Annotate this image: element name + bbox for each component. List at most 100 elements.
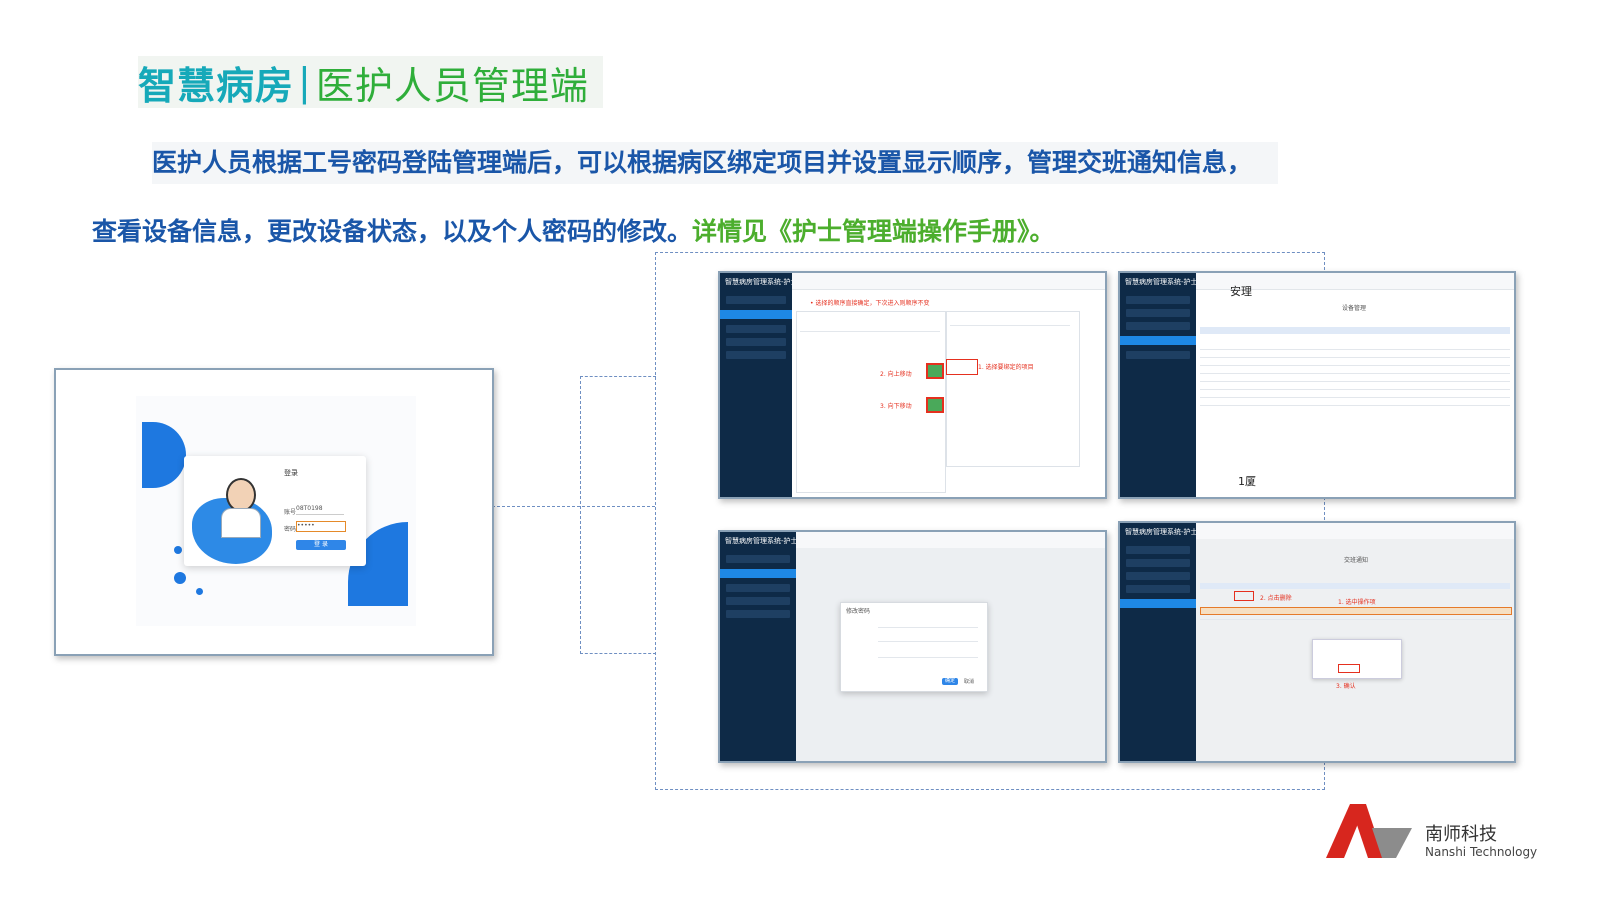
- table-row: [1200, 349, 1510, 350]
- login-button[interactable]: 登 录: [296, 540, 346, 550]
- confirm-dialog: [1312, 639, 1402, 679]
- top-note: • 选择的顺序直接确定，下次进入则顺序不变: [810, 300, 930, 307]
- move-up-button[interactable]: [926, 363, 944, 379]
- move-down-label: 3. 向下移动: [880, 403, 912, 410]
- dialog-field: [878, 657, 978, 658]
- sidebar-item[interactable]: [1126, 322, 1190, 330]
- description-line-1: 医护人员根据工号密码登陆管理端后，可以根据病区绑定项目并设置显示顺序，管理交班通…: [152, 142, 1279, 184]
- sidebar-title: 智慧病房管理系统-护士: [1125, 528, 1198, 536]
- topbar: [796, 532, 1105, 549]
- sidebar: 智慧病房管理系统-护士: [1120, 273, 1198, 497]
- bind-hint: 1. 选择要绑定的项目: [978, 364, 1034, 371]
- table-row: [1200, 381, 1510, 382]
- sidebar-item-active[interactable]: [1120, 336, 1196, 345]
- title-separator: |: [298, 60, 312, 104]
- username-label: 账号: [284, 509, 297, 516]
- login-title: 登录: [284, 469, 298, 477]
- sidebar-item[interactable]: [726, 597, 790, 605]
- pagination-label: 1厦: [1238, 475, 1256, 488]
- sidebar-item[interactable]: [1126, 351, 1190, 359]
- bind-project-screenshot: 智慧病房管理系统-护士 • 选择的顺序直接确定，下次进入则顺序不变 1. 选择要…: [718, 271, 1107, 499]
- dialog-field: [878, 641, 978, 642]
- sidebar-item[interactable]: [1126, 585, 1190, 593]
- list-row: [800, 331, 940, 332]
- table-row: [1200, 619, 1510, 620]
- sidebar-item[interactable]: [1126, 572, 1190, 580]
- device-page-title: 设备管理: [1342, 305, 1367, 312]
- table-row: [1200, 365, 1510, 366]
- username-input[interactable]: 08T0198: [296, 505, 344, 515]
- notice-step3: 3. 确认: [1336, 683, 1356, 690]
- password-dialog: [840, 602, 988, 692]
- sidebar-title: 智慧病房管理系统-护士: [725, 537, 798, 545]
- confirm-highlight[interactable]: [1338, 664, 1360, 673]
- brand-name-cn: 南师科技: [1425, 824, 1497, 845]
- move-up-label: 2. 向上移动: [880, 371, 912, 378]
- title-main: 智慧病房: [138, 63, 295, 108]
- brand-name-en: Nanshi Technology: [1425, 845, 1538, 859]
- connector-bracket: [580, 376, 656, 654]
- sidebar: 智慧病房管理系统-护士: [1120, 523, 1198, 761]
- selected-row[interactable]: [1200, 607, 1512, 615]
- sidebar-item[interactable]: [726, 325, 786, 333]
- right-list: [946, 311, 1080, 467]
- filter-bar: [1200, 583, 1510, 589]
- title-sub: 医护人员管理端: [315, 63, 589, 108]
- nanshi-logo-icon: [1326, 804, 1412, 858]
- sidebar-item[interactable]: [726, 296, 786, 304]
- decor-dot: [174, 572, 186, 584]
- sidebar: 智慧病房管理系统-护士: [720, 532, 798, 761]
- table-row: [1200, 373, 1510, 374]
- manual-link[interactable]: 详情见《护士管理端操作手册》。: [692, 217, 1055, 246]
- table-row: [1200, 397, 1510, 398]
- sidebar-title: 智慧病房管理系统-护士: [1125, 278, 1198, 286]
- table-row: [1200, 357, 1510, 358]
- sidebar-item-active[interactable]: [720, 310, 792, 319]
- password-label: 密码: [284, 526, 297, 533]
- topbar: [792, 273, 1105, 290]
- sidebar: 智慧病房管理系统-护士: [720, 273, 798, 497]
- notice-step1: 1. 选中操作项: [1338, 599, 1376, 606]
- doctor-coat: [221, 508, 261, 538]
- decor-dot: [196, 588, 203, 595]
- topbar: [1196, 523, 1514, 540]
- description-main: 查看设备信息，更改设备状态，以及个人密码的修改。: [92, 217, 693, 246]
- connector-line: [492, 506, 655, 507]
- sidebar-item-active[interactable]: [1120, 599, 1196, 608]
- sidebar-item-active[interactable]: [720, 569, 796, 578]
- sidebar-item[interactable]: [726, 555, 790, 563]
- sidebar-item[interactable]: [1126, 296, 1190, 304]
- notice-step2: 2. 点击删除: [1260, 595, 1292, 602]
- sidebar-item[interactable]: [726, 351, 786, 359]
- topbar: [1196, 273, 1514, 290]
- confirm-button[interactable]: 确定: [942, 678, 958, 685]
- filter-bar: [1200, 327, 1510, 334]
- decor-dot: [174, 546, 182, 554]
- header-label: 安理: [1230, 285, 1252, 298]
- left-list: [796, 311, 946, 493]
- device-management-screenshot: 智慧病房管理系统-护士 安理 设备管理 1厦: [1118, 271, 1516, 499]
- sidebar-item[interactable]: [1126, 309, 1190, 317]
- sidebar-item[interactable]: [1126, 559, 1190, 567]
- list-row: [950, 325, 1070, 326]
- login-screenshot: 登录 账号 08T0198 密码 ••••• 登 录: [54, 368, 494, 656]
- table-row: [1200, 389, 1510, 390]
- description-line-2: 查看设备信息，更改设备状态，以及个人密码的修改。详情见《护士管理端操作手册》。: [92, 211, 1055, 253]
- delete-button-highlight[interactable]: [1234, 591, 1254, 601]
- doctor-illustration: [226, 478, 256, 512]
- sidebar-item[interactable]: [1126, 546, 1190, 554]
- sidebar-item[interactable]: [726, 610, 790, 618]
- password-input[interactable]: •••••: [296, 521, 346, 532]
- shift-notice-screenshot: 智慧病房管理系统-护士 交班通知 2. 点击删除 1. 选中操作项 3. 确认: [1118, 521, 1516, 763]
- table-row: [1200, 405, 1510, 406]
- page-title: 智慧病房 | 医护人员管理端: [138, 56, 603, 108]
- notice-page-title: 交班通知: [1344, 557, 1369, 564]
- dialog-title: 修改密码: [846, 608, 871, 615]
- sidebar-item[interactable]: [726, 584, 790, 592]
- selection-highlight: [946, 359, 978, 375]
- sidebar-title: 智慧病房管理系统-护士: [725, 278, 798, 286]
- sidebar-item[interactable]: [726, 338, 786, 346]
- move-down-button[interactable]: [926, 397, 944, 413]
- cancel-button[interactable]: 取消: [964, 679, 975, 685]
- dialog-field: [878, 627, 978, 628]
